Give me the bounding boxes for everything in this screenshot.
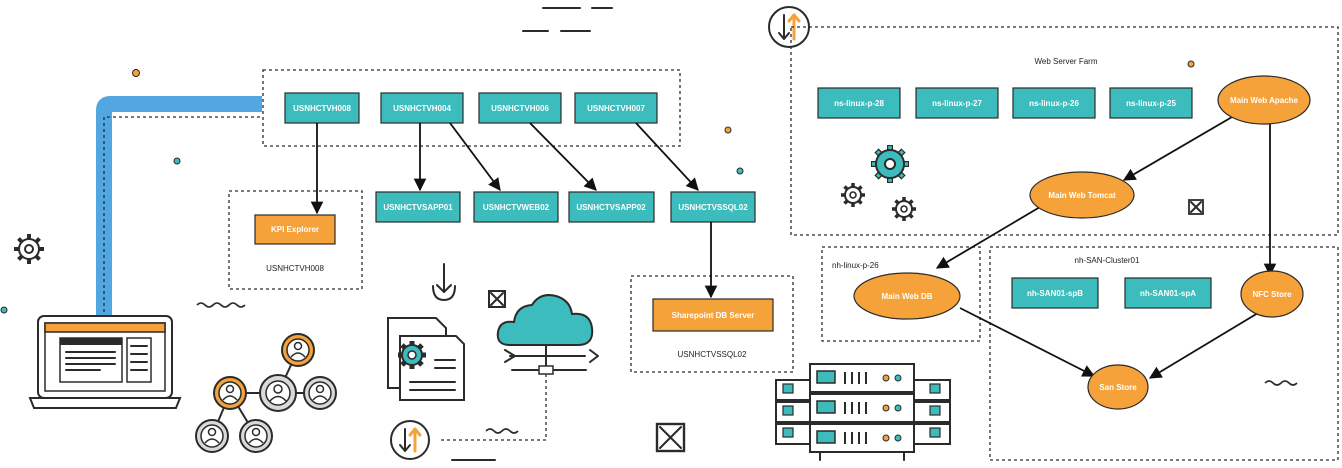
gear-icon <box>841 183 865 207</box>
service-node-nfc[interactable]: NFC Store <box>1240 270 1304 318</box>
kpi-explorer-label: KPI Explorer <box>271 225 319 234</box>
san-node[interactable]: nh-SAN01-spB <box>1011 277 1099 309</box>
vm-node[interactable]: USNHCTVSAPP01 <box>375 191 461 223</box>
service-label: San Store <box>1099 383 1137 392</box>
sharepoint-db-node[interactable]: Sharepoint DB Server <box>652 298 774 332</box>
sql-group-caption: USNHCTVSSQL02 <box>678 350 747 359</box>
download-icon <box>432 263 456 301</box>
web-farm-group <box>790 26 1339 236</box>
host-label: USNHCTVH006 <box>491 104 549 113</box>
host-label: USNHCTVH004 <box>393 104 451 113</box>
host-node[interactable]: USNHCTVH004 <box>380 92 464 124</box>
sharepoint-db-label: Sharepoint DB Server <box>672 311 755 320</box>
gear-icon <box>14 234 44 264</box>
farm-server-label: ns-linux-p-26 <box>1029 99 1079 108</box>
farm-server-node[interactable]: ns-linux-p-28 <box>817 87 901 119</box>
service-node-db[interactable]: Main Web DB <box>853 272 961 320</box>
vm-node[interactable]: USNHCTVSSQL02 <box>670 191 756 223</box>
service-label: Main Web DB <box>882 292 933 301</box>
farm-server-label: ns-linux-p-25 <box>1126 99 1176 108</box>
sync-arrows-icon <box>768 6 810 48</box>
cloud-network-icon <box>440 294 599 441</box>
kpi-group <box>228 190 363 290</box>
decor-wave <box>485 428 519 434</box>
host-node[interactable]: USNHCTVH007 <box>574 92 658 124</box>
decor-wave <box>196 302 246 308</box>
close-box-icon <box>1188 199 1204 215</box>
sql-group <box>630 275 794 373</box>
farm-server-node[interactable]: ns-linux-p-27 <box>915 87 999 119</box>
san-node-label: nh-SAN01-spA <box>1140 289 1196 298</box>
san-node[interactable]: nh-SAN01-spA <box>1124 277 1212 309</box>
vm-label: USNHCTVSAPP01 <box>383 203 453 212</box>
service-node-san[interactable]: San Store <box>1087 364 1149 410</box>
gear-icon <box>892 197 916 221</box>
close-box-icon <box>488 290 506 308</box>
document-gear-icon <box>387 317 465 401</box>
service-node-tomcat[interactable]: Main Web Tomcat <box>1029 171 1135 219</box>
vm-node[interactable]: USNHCTVSAPP02 <box>568 191 655 223</box>
vm-label: USNHCTVSSQL02 <box>678 203 748 212</box>
linux-group-caption: nh-linux-p-26 <box>832 261 879 270</box>
hosts-group <box>262 69 681 147</box>
kpi-group-caption: USNHCTVH008 <box>266 264 324 273</box>
edges-left <box>310 122 718 299</box>
web-farm-caption: Web Server Farm <box>1035 57 1098 66</box>
close-box-icon <box>655 422 686 453</box>
vm-label: USNHCTVWEB02 <box>483 203 550 212</box>
host-node[interactable]: USNHCTVH006 <box>478 92 562 124</box>
host-node[interactable]: USNHCTVH008 <box>284 92 360 124</box>
host-label: USNHCTVH007 <box>587 104 645 113</box>
vm-node[interactable]: USNHCTVWEB02 <box>473 191 559 223</box>
san-cluster-group <box>989 246 1339 461</box>
edges-right <box>935 116 1277 379</box>
host-label: USNHCTVH008 <box>293 104 351 113</box>
farm-server-label: ns-linux-p-27 <box>932 99 982 108</box>
farm-server-node[interactable]: ns-linux-p-25 <box>1109 87 1193 119</box>
vm-label: USNHCTVSAPP02 <box>576 203 646 212</box>
service-label: Main Web Tomcat <box>1048 191 1116 200</box>
decor-wave <box>1264 380 1298 386</box>
kpi-explorer-node[interactable]: KPI Explorer <box>254 214 336 245</box>
decor-dashes <box>522 7 613 32</box>
farm-server-node[interactable]: ns-linux-p-26 <box>1012 87 1096 119</box>
linux-group <box>821 246 981 342</box>
laptop-connector <box>96 96 262 318</box>
gear-icon <box>871 145 909 183</box>
sync-arrows-icon <box>390 420 430 460</box>
decor-dots <box>0 60 1195 314</box>
farm-server-label: ns-linux-p-28 <box>834 99 884 108</box>
service-label: Main Web Apache <box>1230 96 1299 105</box>
people-network-icon <box>195 333 337 453</box>
san-cluster-caption: nh-SAN-Cluster01 <box>1075 256 1140 265</box>
san-node-label: nh-SAN01-spB <box>1027 289 1083 298</box>
server-rack-icon <box>775 363 951 461</box>
laptop-icon <box>28 315 182 409</box>
service-label: NFC Store <box>1252 290 1292 299</box>
service-node-apache[interactable]: Main Web Apache <box>1217 75 1311 125</box>
